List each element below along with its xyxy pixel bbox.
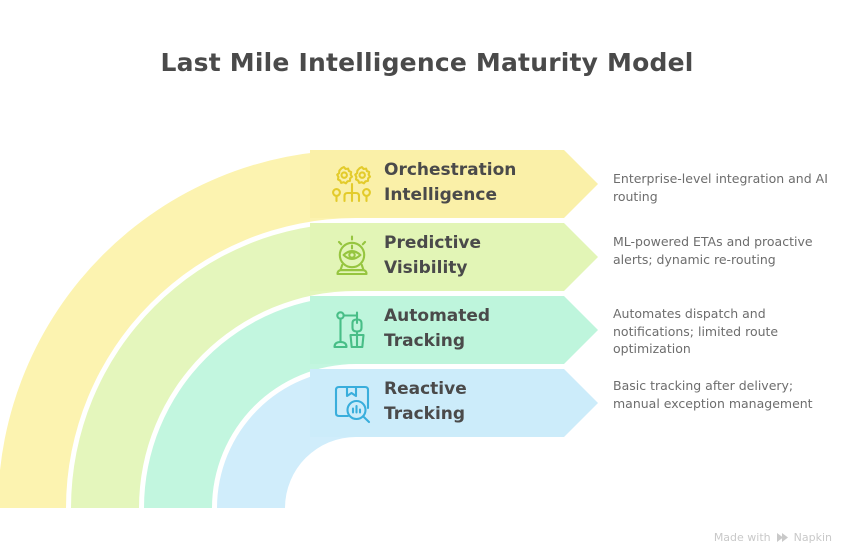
maturity-band-reactive-tracking[interactable]: Reactive Tracking [310, 369, 598, 437]
icon-robotic-arm [328, 306, 376, 354]
icon-crystal-ball-eye [328, 233, 376, 281]
maturity-band-predictive-visibility[interactable]: Predictive Visibility [310, 223, 598, 291]
band-shape [310, 150, 598, 218]
band-label-line2: Visibility [384, 258, 468, 278]
description-predictive-visibility: ML-powered ETAs and proactive alerts; dy… [613, 234, 813, 267]
icon-package-search [328, 379, 376, 427]
page-title: Last Mile Intelligence Maturity Model [160, 48, 694, 77]
band-label-line2: Intelligence [384, 185, 497, 205]
maturity-arc-ribbon [144, 296, 356, 508]
band-shape [310, 369, 598, 437]
band-label: Orchestration Intelligence [384, 158, 559, 208]
maturity-band-automated-tracking[interactable]: Automated Tracking [310, 296, 598, 364]
band-shape [310, 223, 598, 291]
band-label-line1: Orchestration [384, 160, 517, 180]
napkin-watermark: Made with Napkin [714, 531, 832, 544]
icon-gears-network [328, 160, 376, 208]
description-reactive-tracking: Basic tracking after delivery; manual ex… [613, 378, 813, 411]
description-orchestration-intelligence: Enterprise-level integration and AI rout… [613, 171, 828, 204]
band-label-line2: Tracking [384, 331, 466, 351]
watermark-brand-text: Napkin [793, 531, 832, 544]
band-label-line2: Tracking [384, 404, 466, 424]
band-label: Reactive Tracking [384, 377, 559, 427]
description-automated-tracking: Automates dispatch and notifications; li… [613, 306, 779, 356]
band-label-line1: Reactive [384, 379, 467, 399]
maturity-arc-ribbon [71, 223, 356, 508]
band-label: Automated Tracking [384, 304, 559, 354]
band-label-line1: Automated [384, 306, 491, 326]
band-label: Predictive Visibility [384, 231, 559, 281]
napkin-chevrons-icon [776, 532, 789, 543]
band-label-line1: Predictive [384, 233, 482, 253]
maturity-band-orchestration-intelligence[interactable]: Orchestration Intelligence [310, 150, 598, 218]
watermark-made-with-text: Made with [713, 531, 771, 544]
band-shape [310, 296, 598, 364]
